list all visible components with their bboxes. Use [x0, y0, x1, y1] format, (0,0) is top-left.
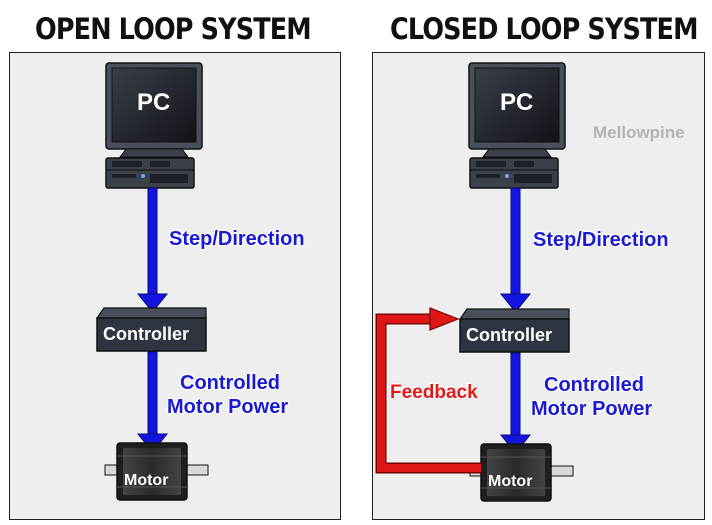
controlled-motor-power-label: Controlled Motor Power	[167, 371, 288, 419]
pc-monitor-icon	[105, 62, 203, 158]
controller-label: Controller	[103, 324, 190, 344]
step-direction-label: Step/Direction	[169, 228, 305, 250]
feedback-label: Feedback	[390, 382, 478, 403]
motor-label: Motor	[488, 473, 533, 490]
open-loop-title: OPEN LOOP SYSTEM	[35, 12, 312, 46]
pc-label: PC	[137, 89, 171, 116]
controller-box	[95, 307, 207, 352]
pc-label: PC	[500, 89, 534, 116]
feedback-arrow	[375, 307, 481, 474]
motor-icon	[104, 442, 209, 501]
motor-power-arrow	[136, 351, 169, 453]
pc-tower-icon	[469, 157, 559, 189]
step-direction-arrow	[136, 187, 169, 313]
motor-power-arrow	[499, 352, 532, 454]
controller-label: Controller	[466, 325, 553, 345]
controlled-motor-power-label: Controlled Motor Power	[531, 373, 652, 421]
pc-tower-icon	[105, 157, 195, 189]
motor-icon	[469, 443, 574, 502]
watermark: Mellowpine	[593, 123, 685, 142]
step-direction-arrow	[499, 187, 532, 313]
power-label-line2: Motor Power	[531, 398, 653, 420]
power-label-line1: Controlled	[180, 372, 280, 394]
pc-monitor-icon	[468, 62, 566, 158]
power-label-line1: Controlled	[544, 374, 644, 396]
closed-loop-title: CLOSED LOOP SYSTEM	[390, 12, 699, 46]
motor-label: Motor	[124, 472, 169, 489]
controller-box	[458, 308, 570, 353]
power-label-line2: Motor Power	[167, 396, 289, 418]
step-direction-label: Step/Direction	[533, 229, 669, 251]
